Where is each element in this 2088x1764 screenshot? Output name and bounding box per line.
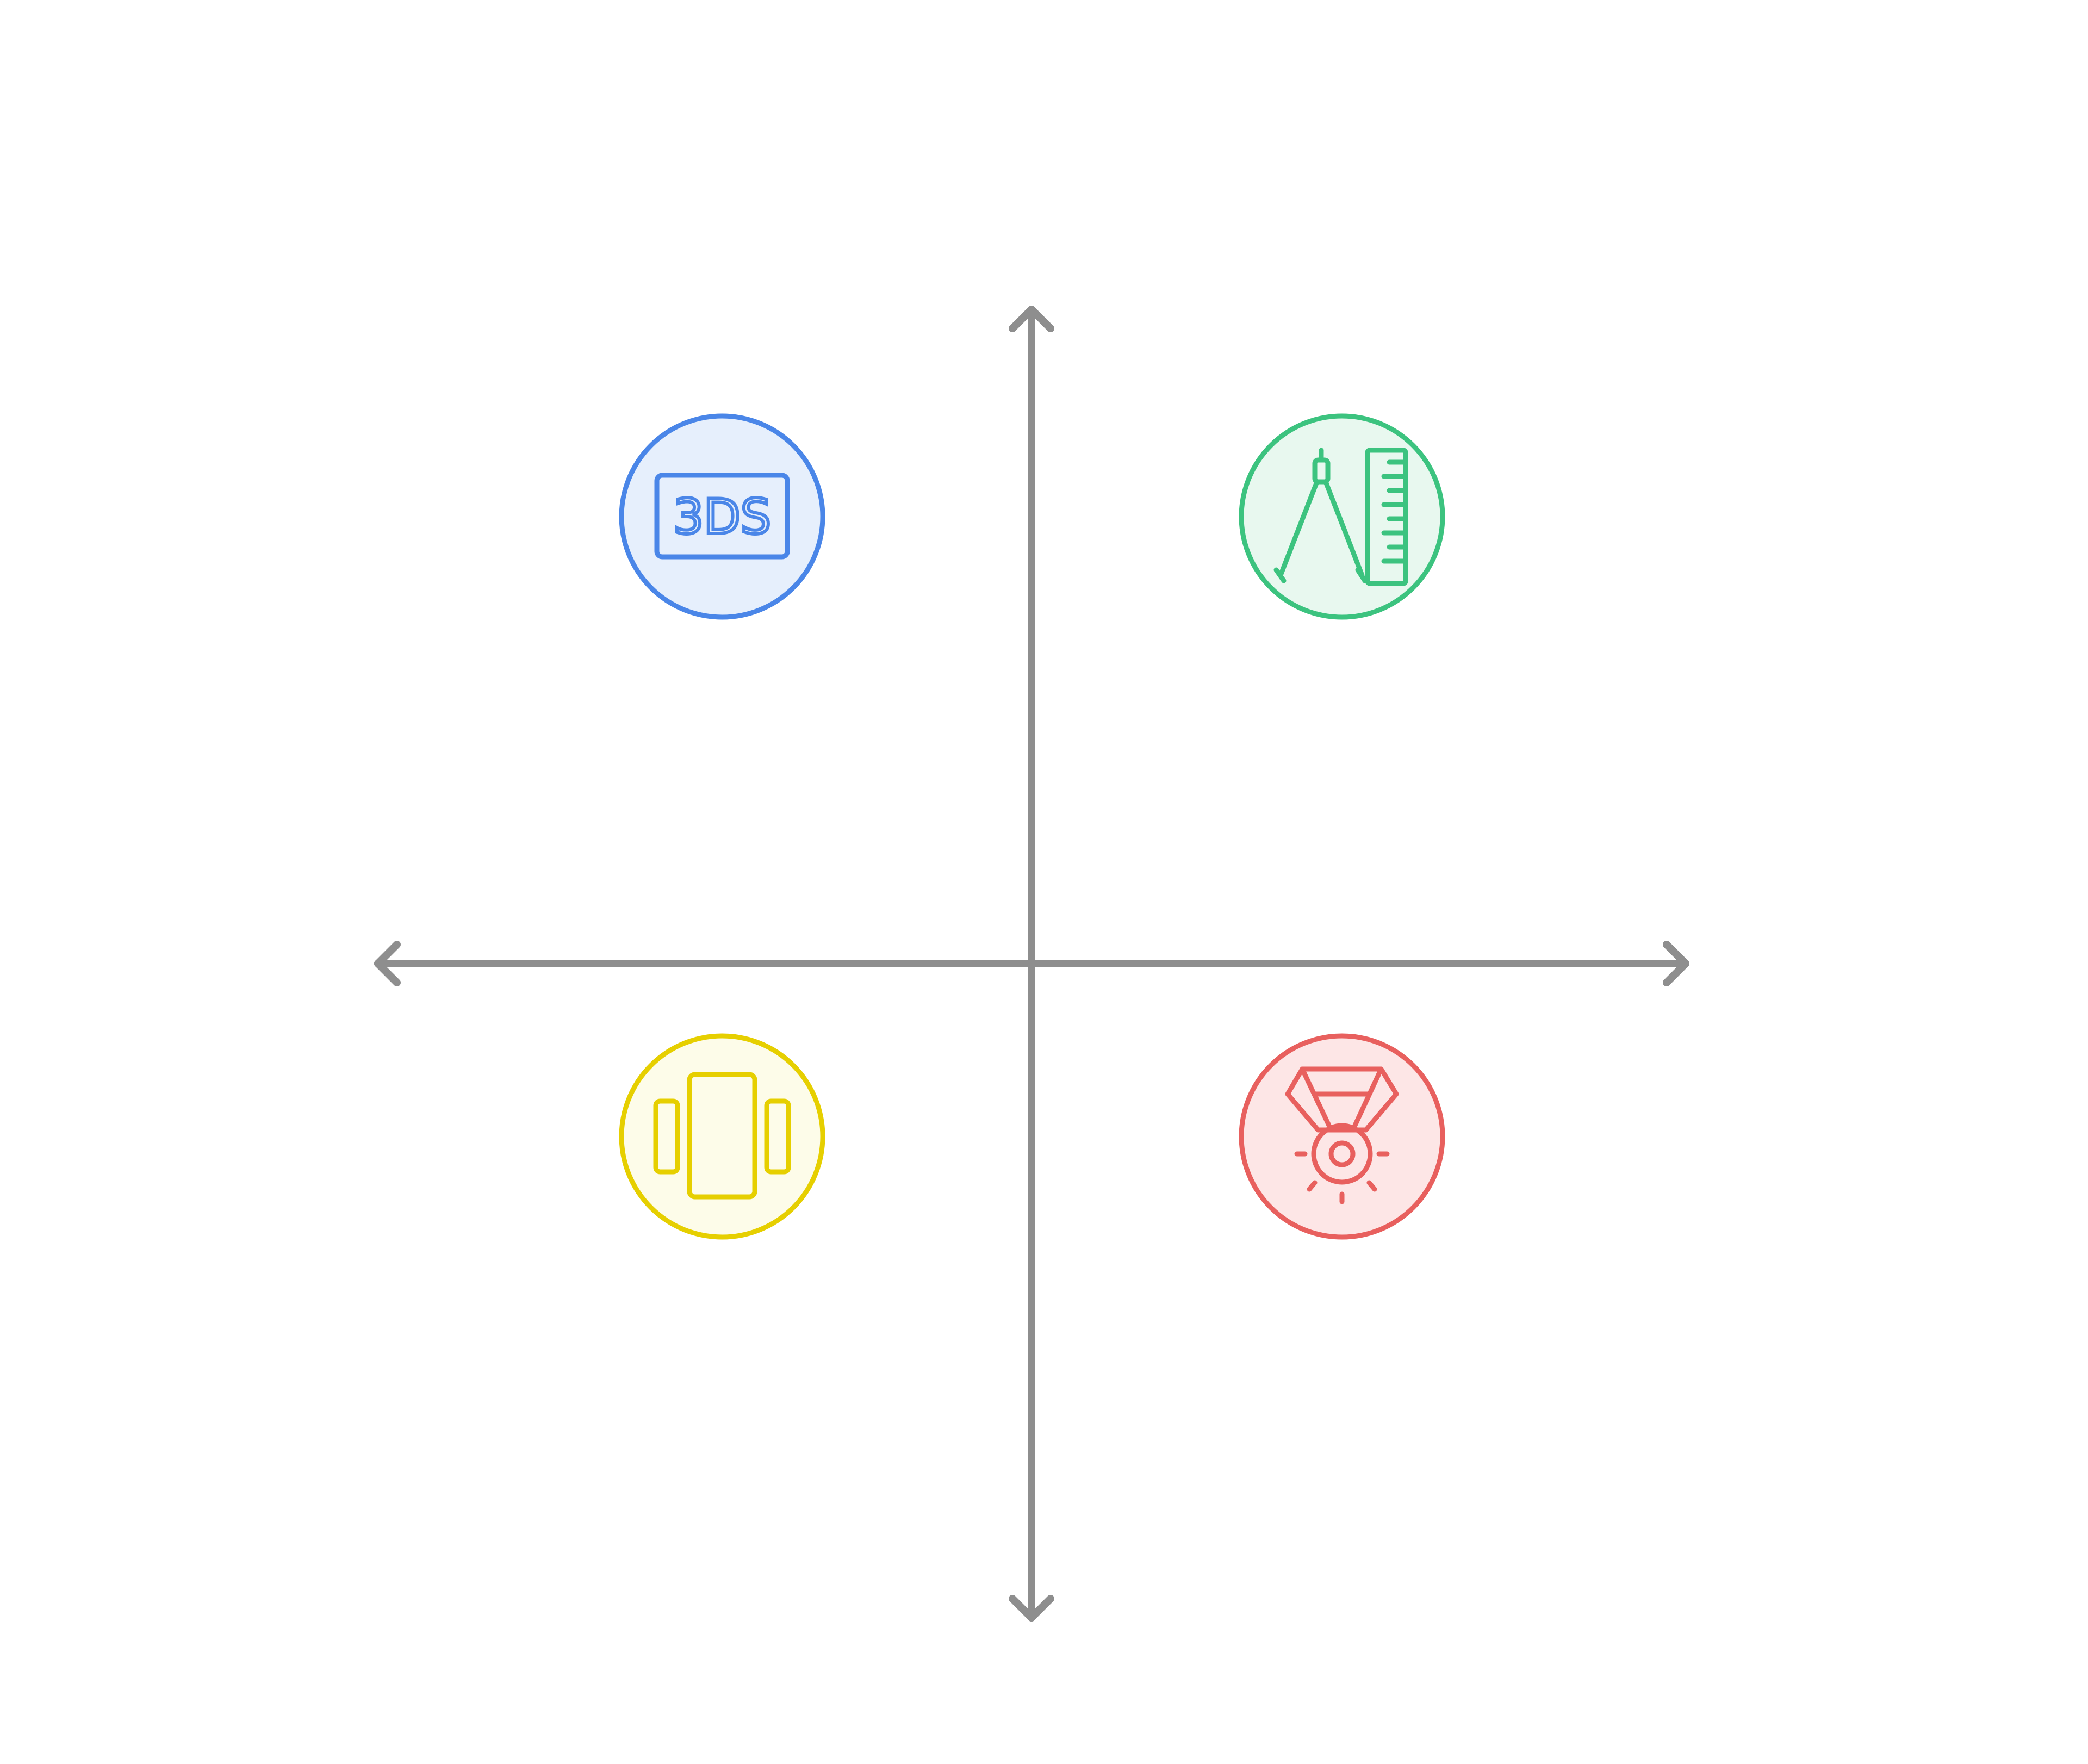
compass-ruler-icon: [1273, 448, 1408, 586]
top-right-circle: [1239, 413, 1445, 620]
quadrant-top-right: [1239, 413, 1445, 620]
bottom-left-circle: [619, 1033, 825, 1240]
quadrant-bottom-left: [619, 1033, 825, 1240]
right-arrowhead: [1663, 941, 1689, 986]
medal-icon: [1285, 1066, 1399, 1204]
quadrant-top-left: 3DS: [619, 413, 825, 620]
3ds-badge-frame: [654, 473, 790, 560]
top-left-circle: [619, 413, 825, 620]
down-arrowhead: [1009, 1595, 1054, 1622]
3ds-badge-icon: 3DS: [654, 473, 790, 560]
3ds-badge-text: 3DS: [673, 489, 771, 545]
quadrant-bottom-right: [1239, 1033, 1445, 1240]
left-arrowhead: [374, 941, 401, 986]
bottom-right-circle: [1239, 1033, 1445, 1240]
phone-panels-icon: [653, 1072, 791, 1200]
up-arrowhead: [1009, 306, 1054, 332]
axes: [374, 306, 1689, 1622]
